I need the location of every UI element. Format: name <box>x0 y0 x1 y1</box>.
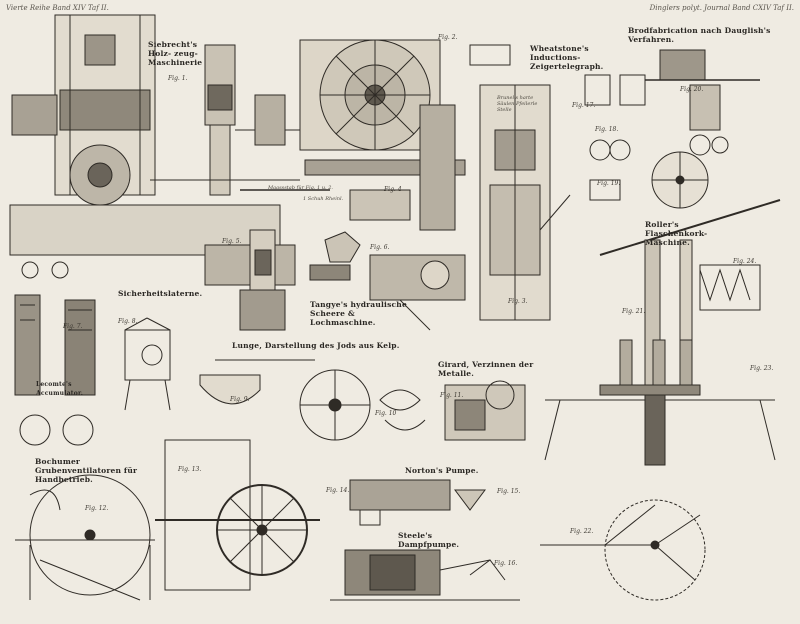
title-bochumer: Bochumer Grubenventilatoren für Handbetr… <box>35 457 138 484</box>
fig-label-17: Fig. 17. <box>572 102 596 109</box>
fig-label-22: Fig. 22. <box>570 528 594 535</box>
fig-label-7: Fig. 7. <box>63 323 83 330</box>
scale-unit-note: 1 Schuh Rheinl. <box>303 196 344 202</box>
fig-label-18: Fig. 18. <box>595 126 619 133</box>
fig4-fig5-drawing <box>204 104 466 331</box>
title-roller: Roller's Flaschenkork- Maschine. <box>645 220 708 247</box>
scale-note: Maassstab für Fig. 1 u. 2. <box>268 185 333 191</box>
title-wheatstone: Wheatstone's Inductions- Zeigertelegraph… <box>530 44 604 71</box>
fig-label-9: Fig. 9. <box>230 396 250 403</box>
title-sicherheitslaterne: Sicherheitslaterne. <box>118 289 203 298</box>
fig-label-10: Fig. 10 <box>375 410 397 417</box>
title-girard: Girard, Verzinnen der Metalle. <box>438 360 534 378</box>
bochumer-ventilator-drawing <box>15 474 155 601</box>
fig-label-11: Fig. 11. <box>440 392 464 399</box>
title-lunge: Lunge, Darstellung des Jods aus Kelp. <box>232 341 400 350</box>
fig-label-4: Fig. 4 <box>384 186 402 193</box>
brunel-column-drawing <box>479 84 571 321</box>
leconte-accumulator-drawing <box>14 261 96 446</box>
steele-steam-pump-drawing <box>330 549 520 601</box>
fig-label-2: Fig. 2. <box>438 34 458 41</box>
fig-label-12: Fig. 12. <box>85 505 109 512</box>
fig-label-3: Fig. 3. <box>508 298 528 305</box>
title-tangye: Tangye's hydraulische Scheere & Lochmasc… <box>310 300 407 327</box>
fig-label-13: Fig. 13. <box>178 466 202 473</box>
title-norton: Norton's Pumpe. <box>405 466 479 475</box>
fig-label-19: Fig. 19. <box>597 180 621 187</box>
fig-label-21: Fig. 21. <box>622 308 646 315</box>
girard-tinning-drawing <box>444 380 526 441</box>
title-brod: Brodfabrication nach Dauglish's Verfahre… <box>628 26 771 44</box>
title-siebrecht: Siebrecht's Holz- zeug-Maschinerie <box>148 40 203 67</box>
roller-cork-machine-drawing <box>544 199 781 466</box>
safety-lantern-drawing <box>124 317 171 411</box>
fig-label-14: Fig. 14. <box>326 487 350 494</box>
lunge-apparatus-drawing <box>199 359 426 441</box>
title-leconte: Lecomte's Accumulator. <box>36 381 84 397</box>
brod-apparatus-drawing <box>645 49 760 209</box>
wheatstone-telegraph-drawing <box>584 74 646 201</box>
fig22-wheel-drawing <box>540 499 706 601</box>
tangye-shears-drawing <box>309 231 466 331</box>
plate-header-left: Vierte Reihe Band XIV Taf II. <box>6 4 109 12</box>
plate-header-right: Dinglers polyt. Journal Band CXIV Taf II… <box>649 4 794 12</box>
norton-pump-drawing <box>349 479 486 526</box>
fig-label-23: Fig. 23. <box>750 365 774 372</box>
fig-label-8: Fig. 8. <box>118 318 138 325</box>
title-brunel: Brunel's harte Säulen Pfeilerle Stelle <box>497 95 538 113</box>
fig-label-24: Fig. 24. <box>733 258 757 265</box>
title-steele: Steele's Dampfpumpe. <box>398 531 460 549</box>
fig2-rotary-drawing <box>299 39 511 151</box>
fig-label-1: Fig. 1. <box>168 75 188 82</box>
fig-label-5: Fig. 5. <box>222 238 242 245</box>
fig13-wheel-drawing <box>155 439 320 591</box>
fig-label-16: Fig. 16. <box>494 560 518 567</box>
fig-label-6: Fig. 6. <box>370 244 390 251</box>
fig-label-15: Fig. 15. <box>497 488 521 495</box>
fig-label-20: Fig. 20. <box>680 86 704 93</box>
siebrecht-machine-drawing <box>9 14 330 256</box>
